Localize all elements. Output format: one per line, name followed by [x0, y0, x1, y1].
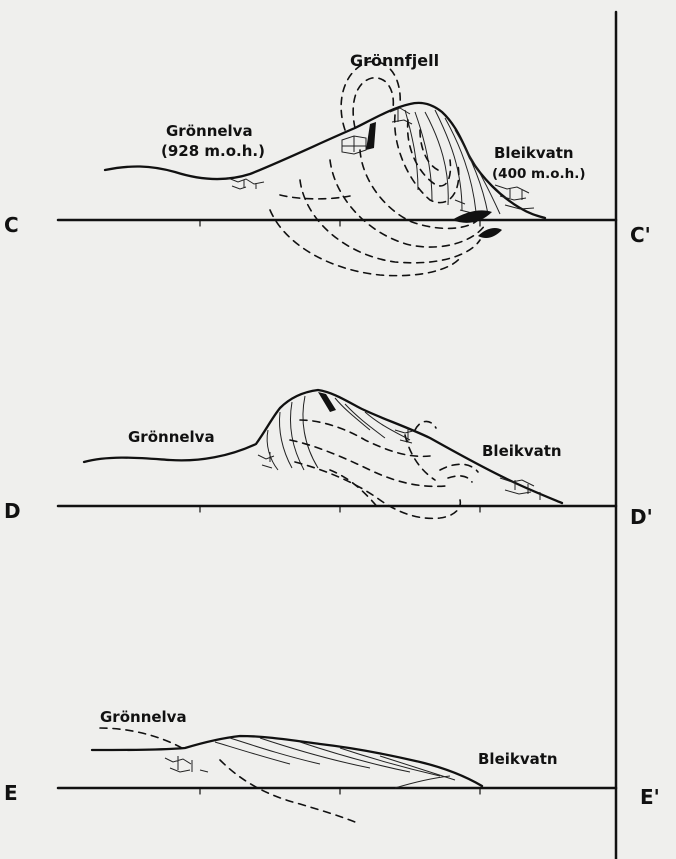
section-c-right-elevation: (400 m.o.h.)	[492, 166, 586, 182]
section-d-right-label: D'	[630, 505, 653, 529]
section-e-left-label: E	[4, 781, 18, 805]
section-d-hatching	[267, 396, 410, 470]
section-e-terrain-profile	[92, 736, 482, 786]
section-c: C C' Grönnfjell Grönnelva (928 m.o.h.) B…	[4, 51, 651, 276]
section-e-limestone	[165, 756, 208, 772]
section-d-left-label: D	[4, 499, 21, 523]
section-d-left-place: Grönnelva	[128, 428, 215, 446]
section-d-right-place: Bleikvatn	[482, 442, 562, 460]
section-c-right-label: C'	[630, 223, 651, 247]
section-e-right-label: E'	[640, 785, 660, 809]
section-d: D D' Grönnelva Bleikvatn	[4, 390, 653, 529]
section-c-left-label: C	[4, 213, 19, 237]
section-e-right-place: Bleikvatn	[478, 750, 558, 768]
section-e: E E' Grönnelva Bleikvatn	[4, 708, 660, 822]
section-c-left-place: Grönnelva	[166, 122, 253, 140]
section-c-fold-lines	[270, 62, 485, 276]
section-d-fold-lines	[290, 420, 478, 518]
section-e-fold-lines	[100, 728, 355, 822]
section-e-left-place: Grönnelva	[100, 708, 187, 726]
section-c-right-place: Bleikvatn	[494, 144, 574, 162]
peak-name-label: Grönnfjell	[350, 51, 439, 70]
section-c-terrain-profile	[105, 103, 545, 218]
section-c-left-elevation: (928 m.o.h.)	[161, 142, 265, 160]
